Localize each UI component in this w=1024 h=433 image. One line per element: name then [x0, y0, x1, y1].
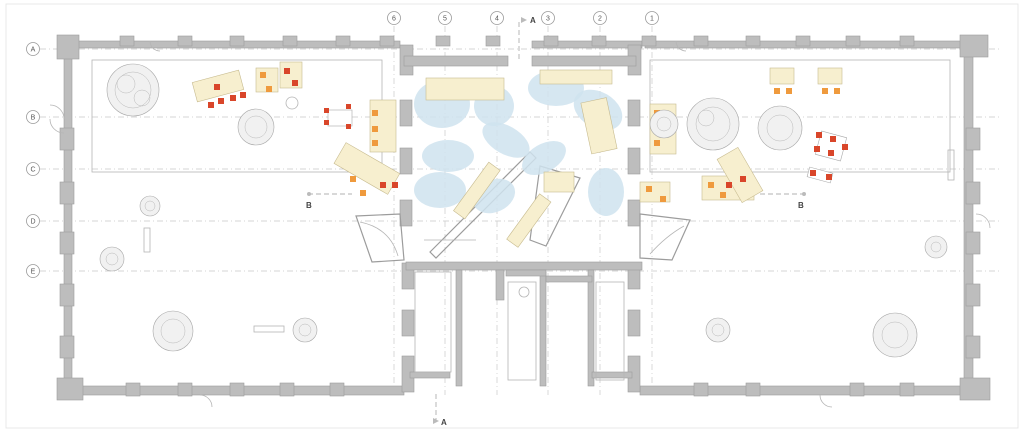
row-gridlines — [40, 48, 1000, 272]
tree-left-2 — [237, 108, 275, 146]
tree-right-5 — [705, 317, 731, 343]
section-arrow-top — [521, 17, 527, 23]
svg-text:6: 6 — [392, 16, 396, 23]
section-line-a: A A — [433, 16, 536, 427]
section-line-b: B B — [306, 192, 806, 210]
shelving-units — [191, 61, 843, 248]
tree-large-right — [686, 97, 740, 151]
svg-text:B: B — [31, 115, 36, 122]
svg-text:2: 2 — [598, 16, 602, 23]
svg-text:E: E — [31, 269, 36, 276]
row-label-c: C — [26, 162, 40, 176]
row-label-a: A — [26, 42, 40, 56]
drawing-frame — [5, 3, 1019, 429]
exterior-walls — [56, 34, 991, 401]
svg-text:5: 5 — [443, 16, 447, 23]
svg-text:C: C — [30, 167, 35, 174]
column-label-6: 6 — [387, 11, 401, 25]
section-label-b-left: B — [306, 201, 312, 210]
tree-right-3 — [649, 109, 679, 139]
column-label-2: 2 — [593, 11, 607, 25]
tree-right-6 — [872, 312, 918, 358]
tree-left-3 — [139, 195, 161, 217]
section-label-a-bottom: A — [441, 418, 447, 427]
row-label-b: B — [26, 110, 40, 124]
svg-text:D: D — [30, 219, 35, 226]
tree-left-5 — [152, 310, 194, 352]
section-arrow-bottom — [433, 418, 439, 424]
svg-text:A: A — [31, 47, 36, 54]
row-label-e: E — [26, 264, 40, 278]
section-label-b-right: B — [798, 201, 804, 210]
svg-text:3: 3 — [546, 16, 550, 23]
column-label-5: 5 — [438, 11, 452, 25]
tree-left-6 — [292, 317, 318, 343]
row-labels: A B C D E — [26, 42, 40, 278]
column-labels: 6 5 4 3 2 1 — [387, 11, 659, 25]
section-label-a-top: A — [530, 16, 536, 25]
core-walls — [399, 44, 643, 393]
tree-right-4 — [924, 235, 948, 259]
svg-text:1: 1 — [650, 16, 654, 23]
column-label-4: 4 — [490, 11, 504, 25]
trees — [99, 63, 948, 358]
tree-large-left — [106, 63, 160, 117]
row-label-d: D — [26, 214, 40, 228]
tree-left-4 — [99, 246, 125, 272]
svg-text:4: 4 — [495, 16, 499, 23]
column-label-1: 1 — [645, 11, 659, 25]
tree-right-2 — [757, 105, 803, 151]
column-label-3: 3 — [541, 11, 555, 25]
